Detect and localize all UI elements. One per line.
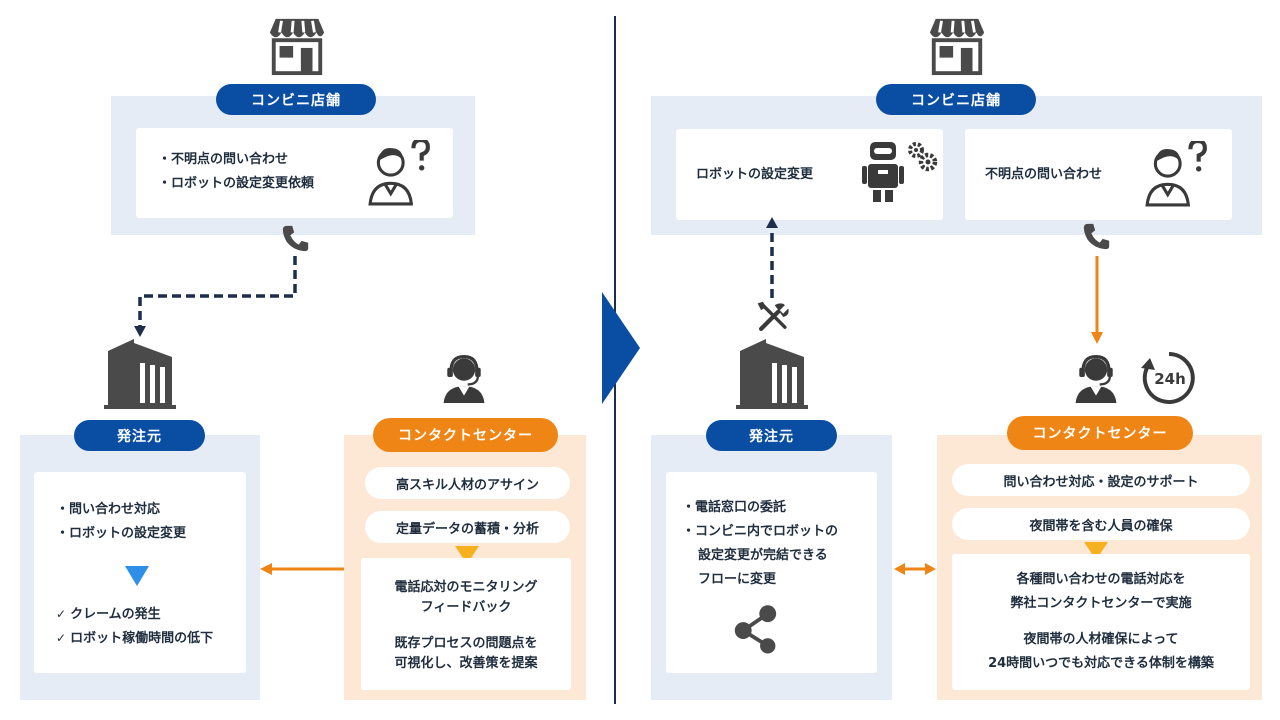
left-center-sub-1: 高スキル人材のアサイン — [365, 467, 570, 499]
right-store-card-left-text: ロボットの設定変更 — [696, 167, 814, 182]
left-hq-result-1: ✓クレームの発生 — [56, 607, 161, 622]
store-icon — [266, 16, 328, 76]
left-hq-item-2: ・ロボットの設定変更 — [56, 526, 187, 541]
right-hq-pill: 発注元 — [706, 420, 837, 451]
right-store-card-right: 不明点の問い合わせ — [965, 129, 1232, 220]
right-center-pill: コンタクトセンター — [1007, 416, 1193, 450]
left-store-item-1: ・不明点の問い合わせ — [158, 152, 289, 167]
left-center-pill: コンタクトセンター — [373, 418, 558, 452]
left-center-card: 電話応対のモニタリング フィードバック 既存プロセスの問題点を 可視化し、改善策… — [361, 558, 571, 690]
right-hq-item-3: 設定変更が完結できる — [698, 548, 828, 563]
tools-icon — [756, 300, 790, 334]
clock-24h-icon: 24h — [1138, 348, 1200, 408]
left-center-line-3: 既存プロセスの問題点を — [394, 636, 538, 651]
phone-icon — [281, 223, 311, 253]
clock-24h-label: 24h — [1154, 370, 1186, 388]
right-store-card-left: ロボットの設定変更 — [676, 129, 943, 220]
left-center-sub-2: 定量データの蓄積・分析 — [365, 511, 570, 543]
right-center-sub-1: 問い合わせ対応・設定のサポート — [952, 464, 1250, 496]
left-dashed-arrow — [134, 256, 297, 337]
left-hq-item-1: ・問い合わせ対応 — [56, 502, 161, 517]
person-question-icon — [368, 140, 430, 206]
right-store-card-right-text: 不明点の問い合わせ — [985, 167, 1103, 182]
left-hq-pill: 発注元 — [74, 420, 205, 451]
right-center-line-4: 24時間いつでも対応できる体制を構築 — [988, 656, 1214, 671]
right-dashed-up-arrow — [766, 217, 778, 298]
right-center-line-1: 各種問い合わせの電話対応を — [1016, 572, 1186, 587]
right-hq-item-2: ・コンビニ内でロボットの — [682, 524, 839, 539]
operator-icon — [438, 348, 490, 406]
left-hq-result-2: ✓ロボット稼働時間の低下 — [56, 631, 214, 646]
share-icon — [734, 596, 780, 662]
person-question-icon — [1145, 141, 1207, 207]
orange-triangle-down-icon — [1084, 542, 1108, 560]
left-store-pill: コンビニ店舗 — [216, 84, 376, 115]
left-center-line-2: フィードバック — [420, 600, 512, 615]
triangle-down-icon — [125, 566, 149, 586]
operator-icon — [1070, 348, 1122, 406]
right-hq-item-4: フローに変更 — [698, 572, 777, 587]
transition-arrow-icon — [602, 292, 640, 404]
orange-triangle-down-icon — [455, 546, 479, 564]
right-store-pill: コンビニ店舗 — [876, 84, 1036, 115]
phone-icon — [1082, 221, 1112, 251]
left-center-line-1: 電話応対のモニタリング — [394, 580, 538, 595]
bidirectional-orange-arrow — [894, 563, 936, 575]
right-orange-down-arrow — [1091, 256, 1103, 344]
left-section: コンビニ店舗 ・不明点の問い合わせ ・ロボットの設定変更依頼 発注元 ・問い合わ… — [0, 0, 610, 720]
building-icon — [736, 336, 808, 410]
left-store-item-2: ・ロボットの設定変更依頼 — [158, 176, 315, 191]
right-center-sub-2: 夜間帯を含む人員の確保 — [952, 508, 1250, 540]
robot-gear-icon — [862, 139, 938, 205]
right-center-card: 各種問い合わせの電話対応を 弊社コンタクトセンターで実施 夜間帯の人材確保によっ… — [952, 554, 1250, 690]
right-section: コンビニ店舗 ロボットの設定変更 不明点の問い合わせ 24h 発注元 ・電話窓口… — [640, 0, 1280, 720]
right-hq-card: ・電話窓口の委託 ・コンビニ内でロボットの 設定変更が完結できる フローに変更 — [666, 472, 877, 673]
right-center-line-2: 弊社コンタクトセンターで実施 — [1010, 596, 1192, 611]
building-icon — [104, 336, 176, 410]
right-hq-item-1: ・電話窓口の委託 — [682, 500, 787, 515]
store-icon — [926, 16, 988, 76]
left-orange-arrow — [260, 563, 344, 575]
left-hq-card: ・問い合わせ対応 ・ロボットの設定変更 ✓クレームの発生 ✓ロボット稼働時間の低… — [34, 472, 246, 673]
left-store-card: ・不明点の問い合わせ ・ロボットの設定変更依頼 — [136, 128, 453, 218]
left-center-line-4: 可視化し、改善策を提案 — [394, 656, 538, 671]
right-center-line-3: 夜間帯の人材確保によって — [1023, 632, 1179, 647]
